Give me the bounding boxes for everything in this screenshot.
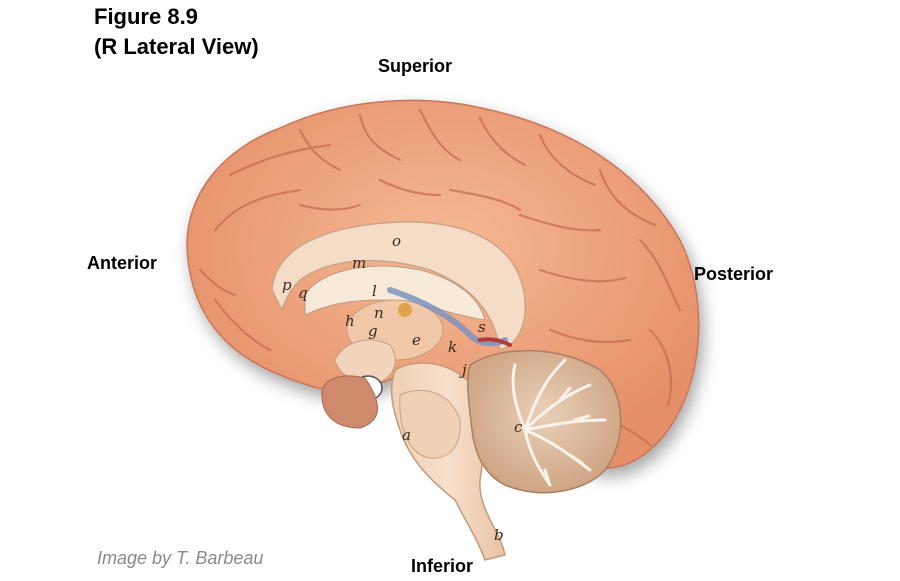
letter-l: l [372,282,377,300]
pons [399,389,461,459]
cerebellum [467,349,622,494]
posterior-label: Posterior [694,264,774,284]
letter-e: e [412,331,421,349]
letter-h: h [345,312,355,330]
letter-b: b [494,526,504,544]
figure-title-block: Figure 8.9 (R Lateral View) [94,2,259,62]
anterior-label: Anterior [87,253,158,273]
letter-n: n [374,304,384,322]
letter-g: g [368,322,378,340]
vessel-red [478,337,512,347]
letter-j: j [459,361,467,379]
temporal-lobe [321,375,378,429]
corpus-callosum [271,221,526,351]
fourth-ventricle-blue [387,287,508,347]
arbor-vitae [511,358,607,487]
inferior-label: Inferior [411,556,474,576]
letter-s: s [478,318,486,336]
pineal-body [398,303,412,317]
figure-title: Figure 8.9 [94,4,198,29]
letter-a: a [402,426,411,444]
superior-label: Superior [378,56,453,76]
letter-k: k [448,338,457,356]
image-credit: Image by T. Barbeau [97,548,264,568]
letter-q: q [298,284,308,302]
letter-c: c [514,418,523,436]
figure-subtitle: (R Lateral View) [94,34,259,59]
letter-o: o [392,232,401,250]
model-letter-labels: o m p q l n g h e s k j a c b [282,232,523,544]
letter-p: p [282,276,292,294]
letter-m: m [352,254,366,272]
